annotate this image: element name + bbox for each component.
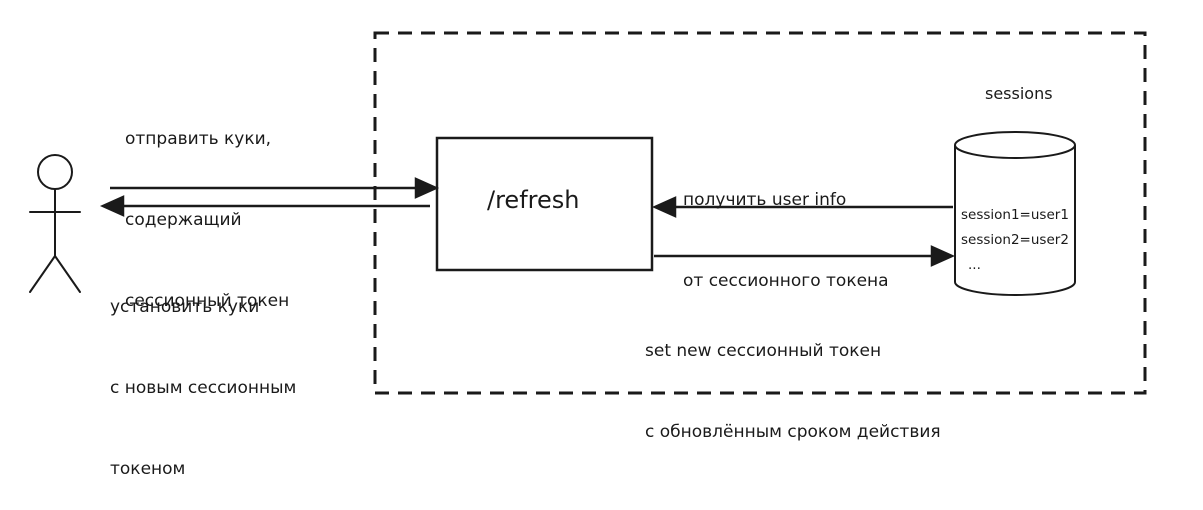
get-user-info-label: получить user info от сессионного токена bbox=[683, 133, 889, 322]
get-user-info-line: получить user info bbox=[683, 190, 847, 210]
database-row: session1=user1 bbox=[961, 207, 1069, 223]
send-cookie-arrowhead bbox=[414, 177, 440, 199]
database-row: ... bbox=[968, 257, 981, 273]
database-body bbox=[954, 145, 1076, 296]
actor-head bbox=[37, 154, 73, 190]
actor-left-leg bbox=[29, 255, 56, 293]
endpoint-label: /refresh bbox=[487, 186, 580, 214]
set-cookie-line: установить куки bbox=[110, 297, 260, 317]
get-user-info-line: от сессионного токена bbox=[683, 271, 889, 291]
set-cookie-arrowhead bbox=[99, 195, 125, 217]
database-top bbox=[954, 131, 1076, 159]
set-new-token-line: с обновлённым сроком действия bbox=[645, 422, 941, 442]
set-new-token-line: set new сессионный токен bbox=[645, 341, 882, 361]
set-new-token-label: set new сессионный токен с обновлённым с… bbox=[645, 284, 941, 473]
send-cookie-line: содержащий bbox=[125, 210, 242, 230]
database-title: sessions bbox=[985, 84, 1053, 103]
database-row: session2=user2 bbox=[961, 232, 1069, 248]
sessions-database bbox=[954, 131, 1076, 296]
set-cookie-label: установить куки с новым сессионным токен… bbox=[110, 240, 296, 510]
refresh-endpoint-box bbox=[435, 136, 654, 272]
set-cookie-line: с новым сессионным bbox=[110, 378, 297, 398]
diagram-canvas bbox=[29, 31, 1147, 395]
get-user-info-arrowhead bbox=[651, 196, 677, 218]
send-cookie-line: отправить куки, bbox=[125, 129, 272, 149]
send-cookie-label: отправить куки, содержащий сессионный то… bbox=[125, 72, 289, 342]
service-boundary bbox=[373, 31, 1147, 395]
actor-right-leg bbox=[54, 255, 81, 293]
set-new-token-arrowhead bbox=[930, 245, 956, 267]
set-cookie-line: токеном bbox=[110, 459, 186, 479]
user-actor bbox=[29, 154, 81, 293]
send-cookie-line: сессионный токен bbox=[125, 291, 290, 311]
